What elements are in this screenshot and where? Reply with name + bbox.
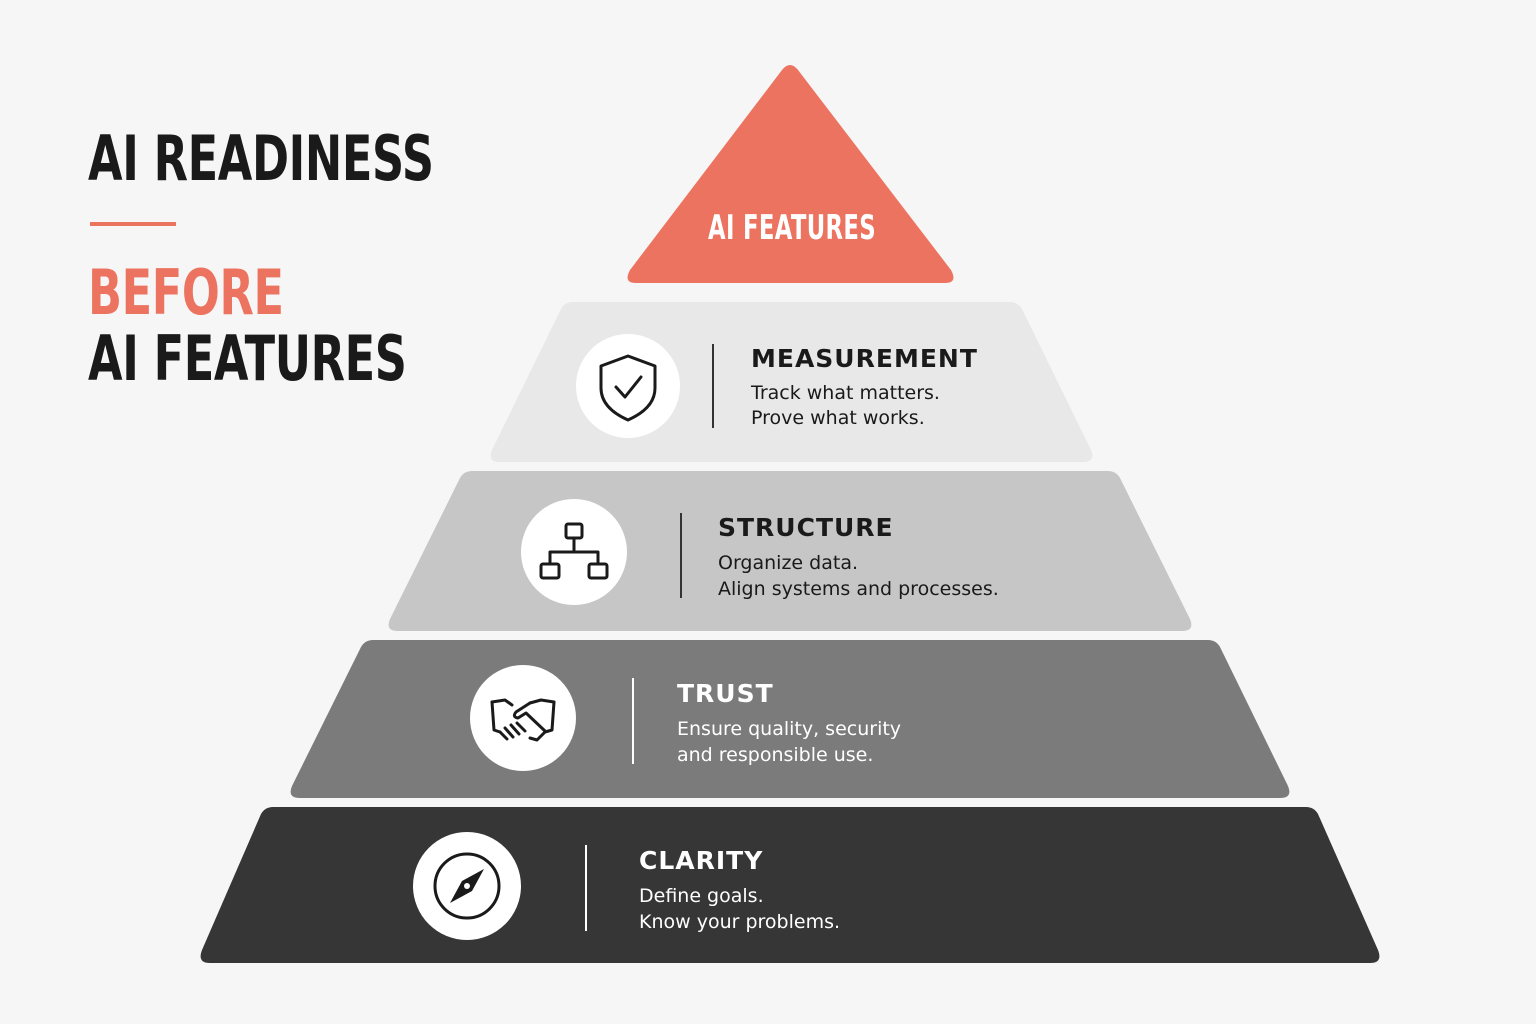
tier-line-2: Know your problems.	[639, 911, 840, 933]
tier-line-1: Define goals.	[639, 885, 764, 907]
tier-title: MEASUREMENT	[751, 344, 978, 373]
title-divider	[90, 222, 176, 226]
apex-label: AI FEATURES	[708, 208, 876, 248]
tier-band	[200, 807, 1380, 963]
subtitle-main: AI FEATURES	[88, 322, 407, 395]
tier-line-1: Organize data.	[718, 552, 858, 574]
icon-circle	[470, 665, 576, 771]
shield-check-icon	[599, 354, 657, 422]
apex-triangle	[627, 65, 954, 283]
tier-trust: TRUST Ensure quality, security and respo…	[290, 640, 1290, 798]
tier-title: TRUST	[677, 679, 774, 708]
hierarchy-icon	[539, 522, 609, 580]
tier-line-1: Ensure quality, security	[677, 718, 901, 740]
tier-clarity: CLARITY Define goals. Know your problems…	[200, 807, 1380, 963]
tier-structure: STRUCTURE Organize data. Align systems a…	[388, 471, 1192, 631]
tier-title: STRUCTURE	[718, 513, 894, 542]
handshake-icon	[490, 698, 556, 742]
tier-line-2: Align systems and processes.	[718, 578, 999, 600]
page-title: AI READINESS	[88, 122, 434, 195]
compass-icon	[433, 852, 501, 920]
tier-measurement: MEASUREMENT Track what matters. Prove wh…	[490, 302, 1093, 462]
tier-line-2: and responsible use.	[677, 744, 873, 766]
subtitle-accent: BEFORE	[88, 256, 284, 329]
tier-line-2: Prove what works.	[751, 407, 925, 429]
tier-line-1: Track what matters.	[750, 382, 940, 404]
tier-title: CLARITY	[639, 846, 763, 875]
icon-circle	[576, 334, 680, 438]
tier-band	[388, 471, 1192, 631]
pyramid-apex: AI FEATURES	[627, 65, 954, 283]
